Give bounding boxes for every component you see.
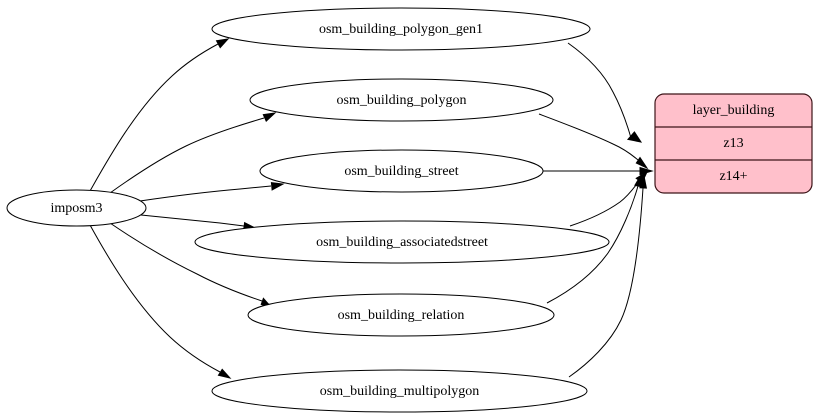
node-osm_building_street-shape[interactable] bbox=[259, 149, 544, 193]
node-osm_building_polygon_gen1-shape[interactable] bbox=[211, 7, 591, 51]
node-layer_building-shape[interactable] bbox=[654, 93, 813, 194]
record-row-z13: z13 bbox=[723, 136, 743, 151]
edge-imposm3-to-osm_building_multipolygon bbox=[89, 224, 232, 379]
record-row-title: layer_building bbox=[693, 103, 775, 118]
node-osm_building_polygon_gen1-label: osm_building_polygon_gen1 bbox=[319, 22, 483, 37]
edge-imposm3-to-osm_building_street bbox=[139, 182, 285, 202]
edge-imposm3-to-osm_building_associatedstreet bbox=[140, 214, 257, 230]
edge-imposm3-to-osm_building_polygon_gen1 bbox=[89, 38, 230, 192]
node-imposm3[interactable]: imposm3 bbox=[6, 189, 147, 227]
node-layer_building[interactable]: layer_building z13 z14+ bbox=[654, 93, 813, 194]
node-imposm3-shape[interactable] bbox=[6, 189, 147, 227]
record-row-z14plus: z14+ bbox=[719, 169, 747, 184]
node-osm_building_street[interactable]: osm_building_street bbox=[259, 149, 544, 193]
node-imposm3-label: imposm3 bbox=[50, 201, 102, 216]
node-osm_building_associatedstreet-shape[interactable] bbox=[194, 220, 610, 264]
node-osm_building_multipolygon-label: osm_building_multipolygon bbox=[320, 384, 479, 399]
edge-osm_building_associatedstreet-to-layer_building bbox=[569, 170, 649, 227]
node-osm_building_relation-label: osm_building_relation bbox=[338, 308, 465, 323]
edge-group-tables-to-layer bbox=[538, 42, 654, 378]
node-osm_building_relation[interactable]: osm_building_relation bbox=[247, 293, 555, 337]
node-osm_building_associatedstreet[interactable]: osm_building_associatedstreet bbox=[194, 220, 610, 264]
edge-osm_building_multipolygon-to-layer_building bbox=[568, 174, 648, 378]
edge-osm_building_polygon_gen1-to-layer_building bbox=[567, 42, 643, 143]
node-osm_building_relation-shape[interactable] bbox=[247, 293, 555, 337]
node-osm_building_polygon[interactable]: osm_building_polygon bbox=[249, 78, 554, 122]
node-osm_building_multipolygon[interactable]: osm_building_multipolygon bbox=[211, 369, 588, 413]
node-osm_building_street-label: osm_building_street bbox=[344, 164, 458, 179]
edge-osm_building_relation-to-layer_building bbox=[546, 173, 642, 304]
node-osm_building_associatedstreet-label: osm_building_associatedstreet bbox=[316, 235, 488, 250]
edge-osm_building_polygon-to-layer_building bbox=[538, 113, 649, 170]
edge-osm_building_street-to-layer_building bbox=[543, 166, 654, 176]
node-osm_building_multipolygon-shape[interactable] bbox=[211, 369, 588, 413]
edge-imposm3-to-osm_building_polygon bbox=[109, 112, 277, 194]
node-osm_building_polygon_gen1[interactable]: osm_building_polygon_gen1 bbox=[211, 7, 591, 51]
node-osm_building_polygon-label: osm_building_polygon bbox=[337, 93, 467, 108]
node-osm_building_polygon-shape[interactable] bbox=[249, 78, 554, 122]
